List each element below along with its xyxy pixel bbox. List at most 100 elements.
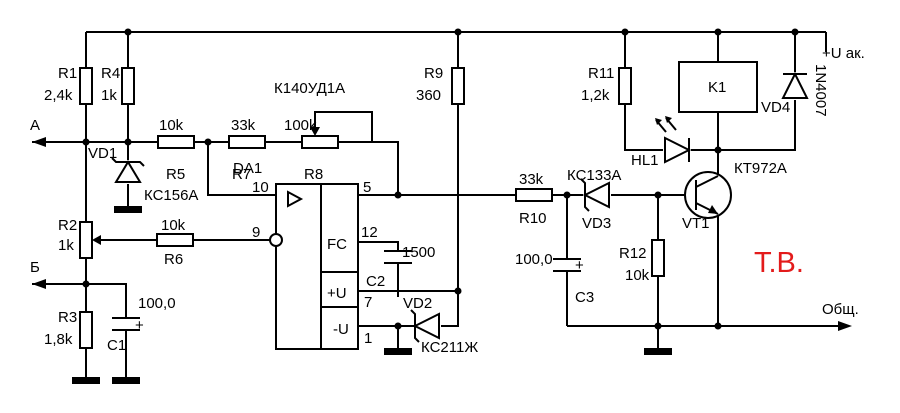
capacitor-c3 <box>553 258 581 272</box>
pin-7-label: 7 <box>364 294 372 311</box>
vd1-part: КС156А <box>144 187 198 204</box>
r8-ref: R8 <box>304 166 323 183</box>
labels: +U ак. А Б Общ. К140УД1А DA1 FC +U -U 10… <box>30 45 865 356</box>
amplifier-triangle-icon <box>287 190 304 208</box>
r11-value: 1,2k <box>581 87 610 104</box>
r4-ref: R4 <box>101 65 120 82</box>
wire <box>314 111 373 142</box>
r5-value: 10k <box>159 117 184 134</box>
resistor-r8 <box>301 135 339 149</box>
r5-ref: R5 <box>166 166 185 183</box>
arrow-left-icon <box>32 279 46 289</box>
wires <box>32 31 838 378</box>
signature-text: Т.В. <box>754 247 804 279</box>
resistor-r12 <box>651 239 665 277</box>
zener-diode-vd1 <box>111 157 145 183</box>
pin-9-label: 9 <box>252 224 260 241</box>
ic-fc-label: FC <box>327 236 347 253</box>
opamp-da1 <box>269 183 359 350</box>
c1-polarity: + <box>135 317 144 334</box>
ic-part-label: К140УД1А <box>274 80 345 97</box>
r12-ref: R12 <box>619 245 647 262</box>
r10-value: 33k <box>519 171 544 188</box>
ic-ref-label: DA1 <box>233 160 262 177</box>
arrow-right-icon <box>838 321 852 331</box>
ground-icon <box>384 348 412 355</box>
pin-10-label: 10 <box>252 179 269 196</box>
resistor-r2 <box>79 221 93 259</box>
ground-icon <box>72 377 100 384</box>
wire <box>207 142 276 196</box>
vd2-ref: VD2 <box>403 295 432 312</box>
r7-ref: R7 <box>232 166 251 183</box>
r7-value: 33k <box>231 117 256 134</box>
resistor-r3 <box>79 311 93 349</box>
wire <box>624 104 663 151</box>
zener-diode-vd2 <box>410 309 440 343</box>
c3-value: 100,0 <box>515 251 553 268</box>
ic-minus-u-label: -U <box>333 321 349 338</box>
k1-ref: K1 <box>708 79 726 96</box>
wiper-arrow-icon <box>92 235 101 245</box>
vt1-part: КТ972А <box>734 160 787 177</box>
hl1-ref: HL1 <box>631 152 659 169</box>
r11-ref: R11 <box>588 65 614 82</box>
common-label: Общ. <box>822 301 859 318</box>
junctions <box>82 28 799 330</box>
resistor-r7 <box>228 135 266 149</box>
capacitor-c2 <box>384 250 412 264</box>
r6-value: 10k <box>161 217 186 234</box>
r2-value: 1k <box>58 237 74 254</box>
wire <box>358 241 399 251</box>
resistor-r6 <box>156 233 194 247</box>
capacitor-c1 <box>112 317 140 331</box>
resistor-r9 <box>451 67 465 105</box>
ic-plus-u-label: +U <box>327 285 347 302</box>
c1-ref: C1 <box>107 337 126 354</box>
terminal-a-label: А <box>30 117 40 134</box>
r1-ref: R1 <box>58 65 77 82</box>
pin-12-label: 12 <box>361 224 378 241</box>
c2-ref: C2 <box>366 273 385 290</box>
resistor-r4 <box>121 67 135 105</box>
terminal-b-label: Б <box>30 259 40 276</box>
zener-diode-vd3 <box>580 178 610 212</box>
arrow-left-icon <box>32 137 46 147</box>
r12-value: 10k <box>625 267 650 284</box>
inverting-input-bubble <box>269 233 283 247</box>
r4-value: 1k <box>101 87 117 104</box>
wire <box>338 141 399 195</box>
ground-symbols <box>72 206 672 384</box>
transistor-vt1 <box>684 171 732 219</box>
wiper-arrow-icon <box>310 127 320 136</box>
pin-5-label: 5 <box>363 179 371 196</box>
r8-value: 100k <box>284 117 317 134</box>
vt1-ref: VT1 <box>682 215 710 232</box>
ground-icon <box>112 377 140 384</box>
r3-ref: R3 <box>58 309 77 326</box>
r9-ref: R9 <box>424 65 443 82</box>
r3-value: 1,8k <box>44 331 73 348</box>
wire <box>32 283 127 318</box>
vd4-part: 1N4007 <box>812 64 829 117</box>
wire <box>718 100 796 151</box>
c3-ref: C3 <box>575 289 594 306</box>
ground-icon <box>114 206 142 213</box>
vd4-ref: VD4 <box>761 99 790 116</box>
wire <box>441 104 459 327</box>
vd3-ref: VD3 <box>582 215 611 232</box>
r2-ref: R2 <box>58 217 77 234</box>
c2-value: 1500 <box>402 244 435 261</box>
c3-polarity: + <box>575 257 584 274</box>
r9-value: 360 <box>416 87 441 104</box>
led-hl1 <box>655 116 692 164</box>
supply-label: +U ак. <box>822 45 865 62</box>
resistor-r10 <box>515 188 553 202</box>
vd1-ref: VD1 <box>88 145 117 162</box>
c1-value: 100,0 <box>138 295 176 312</box>
r6-ref: R6 <box>164 251 183 268</box>
r1-value: 2,4k <box>44 87 73 104</box>
pin-1-label: 1 <box>364 330 372 347</box>
resistor-r5 <box>157 135 195 149</box>
